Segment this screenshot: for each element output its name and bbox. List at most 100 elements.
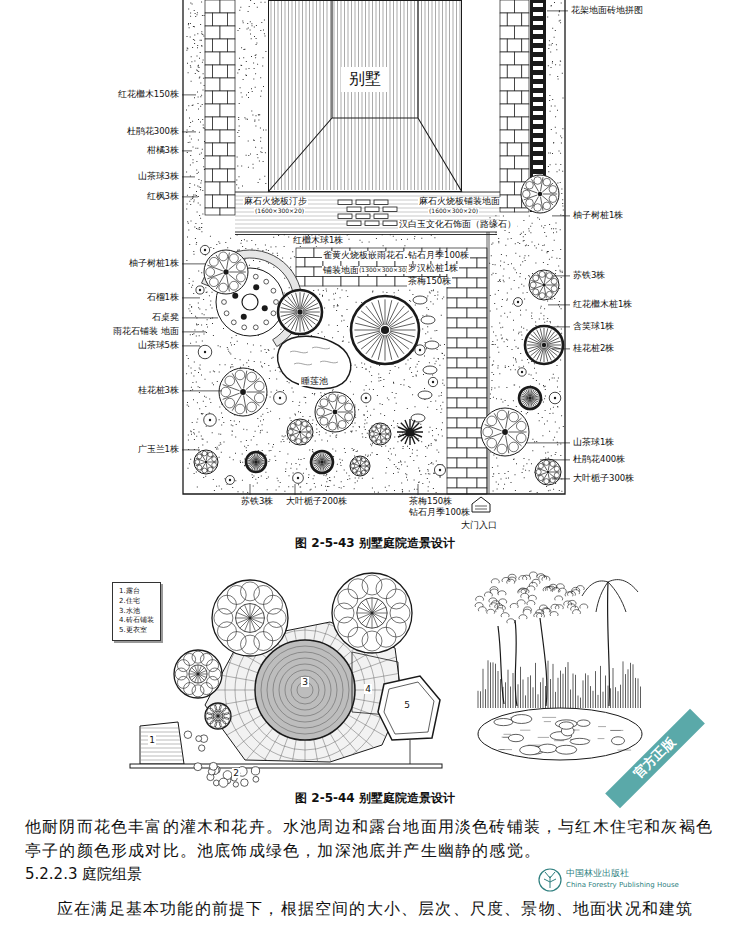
courtyard-plan	[141, 728, 183, 760]
courtyard-plan	[384, 682, 434, 734]
tree-symbol	[362, 631, 382, 651]
planting	[279, 397, 281, 399]
brick-paving	[457, 478, 477, 488]
brick-paving	[515, 78, 530, 91]
dimension: (1300×300×30)	[358, 267, 409, 274]
tree-symbol	[207, 676, 219, 688]
tree-symbol	[177, 676, 189, 688]
tree-symbol	[227, 632, 246, 651]
tree-symbol	[369, 423, 391, 445]
tree-symbol	[350, 456, 370, 476]
water-ripple	[290, 347, 338, 365]
callout-number: 1	[148, 735, 156, 745]
brick-paving	[467, 368, 487, 378]
planting	[196, 286, 204, 294]
stepping-stones	[423, 366, 437, 374]
brick-paving	[457, 378, 477, 388]
villa-roof	[268, 0, 462, 192]
brick-paving	[457, 418, 477, 428]
brick-paving	[457, 398, 477, 408]
brick-paving	[500, 195, 507, 208]
brick-paving	[500, 117, 507, 130]
pond-sketch	[570, 738, 589, 744]
planting	[229, 479, 231, 481]
callout-number: 3	[301, 677, 309, 687]
brick-paving	[507, 39, 522, 52]
tree-symbol	[483, 427, 493, 437]
tree-symbol	[525, 326, 563, 364]
stepping-slabs	[365, 221, 379, 226]
pond-sketch	[478, 708, 642, 760]
planting	[293, 473, 304, 484]
brick-paving	[515, 104, 530, 117]
leader-lines	[552, 215, 570, 216]
brick-paving	[447, 408, 467, 418]
leader-lines	[182, 94, 196, 95]
plant-label: 桂花桩2株	[572, 344, 615, 354]
tree-symbol	[497, 410, 507, 420]
tree-symbol	[544, 479, 549, 484]
tree-symbol	[254, 632, 273, 651]
plant-label: 柑橘3株	[146, 146, 180, 156]
stone-table	[242, 325, 247, 330]
brick-paving	[447, 288, 467, 298]
brick-paving	[515, 130, 530, 143]
tree-symbol	[533, 289, 539, 295]
brick-paving	[467, 408, 487, 418]
brick-paving	[477, 338, 487, 348]
stone-table	[232, 293, 238, 299]
dimension: (1600×300×20)	[254, 208, 305, 215]
brick-paving	[377, 277, 395, 287]
stepping-slabs	[383, 207, 397, 212]
tree-symbol	[208, 452, 213, 457]
villa-roof	[271, 0, 460, 190]
brick-paving	[205, 104, 220, 117]
planting	[204, 351, 206, 353]
brick-paving	[467, 488, 487, 494]
stepping-slabs	[338, 214, 352, 219]
tree-symbol	[497, 444, 507, 454]
tree-symbol	[219, 252, 228, 261]
brick-paving	[323, 277, 341, 287]
brick-paving	[296, 267, 314, 277]
tree-symbol	[537, 461, 560, 484]
trellis	[533, 102, 543, 106]
planting	[554, 397, 556, 399]
brick-paving	[477, 378, 487, 388]
brick-paving	[500, 156, 515, 169]
brick-paving	[467, 448, 487, 458]
courtyard-plan	[255, 640, 355, 740]
tree-symbol	[550, 461, 555, 466]
trellis	[533, 165, 543, 169]
tree-symbol	[487, 416, 497, 426]
brick-paving	[522, 13, 529, 26]
stone-table	[271, 311, 276, 316]
tree-symbol	[370, 432, 374, 436]
plant-label: 红花檵木桩1株	[572, 300, 633, 310]
tree-symbol	[544, 460, 549, 465]
stone-table	[253, 284, 259, 290]
planting	[226, 476, 235, 485]
brick-paving	[467, 468, 487, 478]
leader-lines	[182, 176, 195, 177]
brick-paving	[305, 258, 323, 268]
tree-symbol	[554, 473, 559, 478]
tree-symbol	[481, 408, 529, 456]
tree-symbol	[487, 438, 497, 448]
brick-paving	[500, 39, 507, 52]
brick-paving	[522, 91, 529, 104]
planting	[517, 301, 519, 303]
brick-paving	[228, 13, 236, 26]
tree-symbol	[213, 711, 223, 721]
stone-table	[253, 325, 258, 330]
tree-symbol	[320, 399, 328, 407]
courtyard-plan	[241, 779, 248, 786]
brick-paving	[213, 143, 228, 156]
planting	[198, 345, 212, 359]
stepping-slabs	[338, 200, 352, 205]
tree-symbol	[236, 273, 245, 282]
trellis	[533, 30, 543, 34]
tree-symbol	[350, 456, 370, 476]
trellis	[533, 57, 543, 61]
brick-paving	[467, 268, 487, 278]
